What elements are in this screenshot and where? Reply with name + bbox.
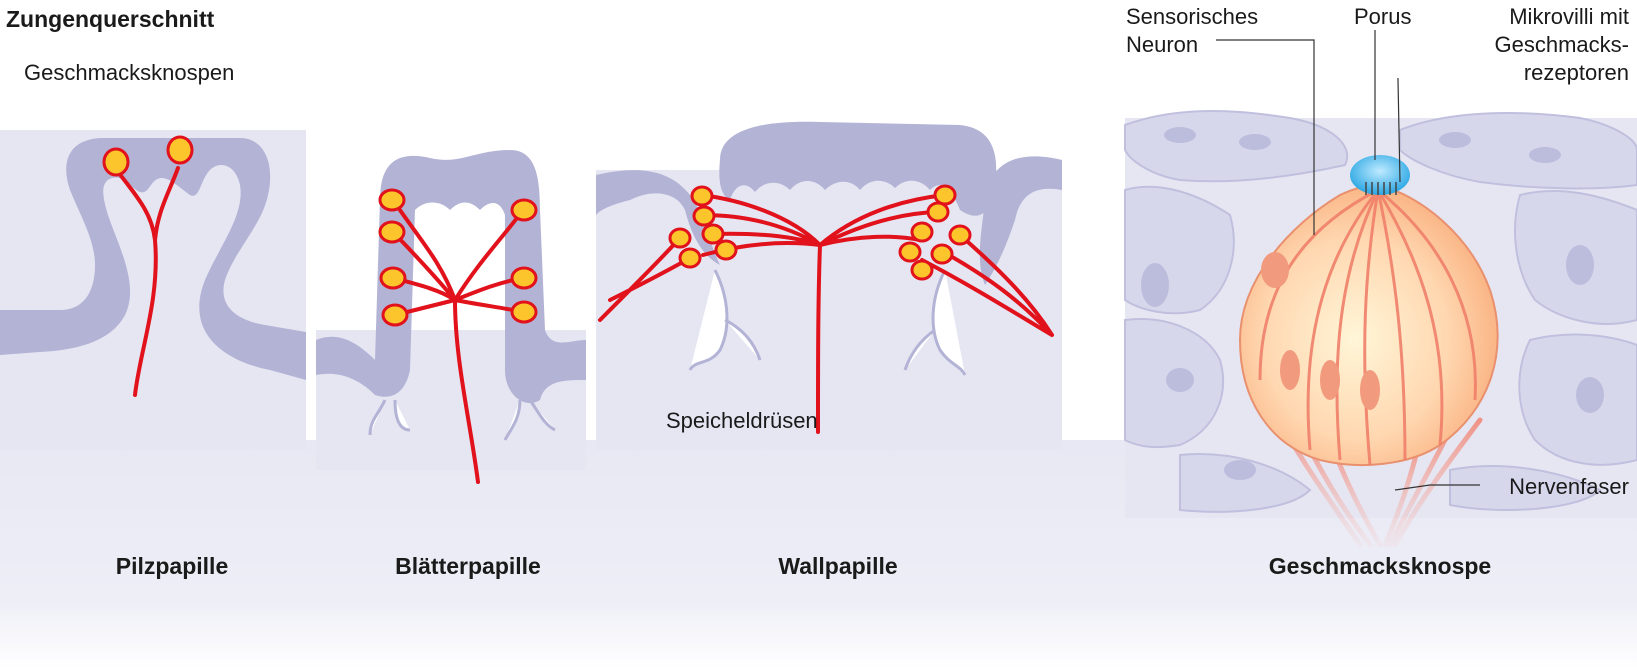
salivary-glands-label: Speicheldrüsen <box>666 408 818 433</box>
vallate-nerve <box>598 193 1054 434</box>
foliate-glands <box>368 399 556 441</box>
fungiform-papilla-panel <box>0 130 306 450</box>
foliate-papilla-panel <box>316 150 586 484</box>
sensory-neuron-label-line2: Neuron <box>1126 32 1199 57</box>
vallate-glands <box>688 269 967 376</box>
vallate-epithelium <box>596 121 1062 285</box>
label-leader-lines <box>1216 30 1480 491</box>
taste-bud-body <box>1238 183 1499 466</box>
pore-label: Porus <box>1354 4 1412 29</box>
microvilli-label-line1: Mikrovilli mit <box>1509 4 1629 29</box>
fungiform-taste-buds <box>102 135 194 177</box>
caption-vallate: Wallpapille <box>778 553 898 579</box>
nerve-fiber-label: Nervenfaser <box>1509 474 1629 499</box>
foliate-nerve <box>391 198 525 484</box>
fungiform-epithelium <box>0 138 306 380</box>
pore <box>1350 155 1410 195</box>
cell-nuclei-bud <box>1261 252 1380 410</box>
caption-taste-bud: Geschmacksknospe <box>1268 553 1492 579</box>
microvilli-label-line3: rezeptoren <box>1523 60 1629 85</box>
taste-bud-panel <box>1124 30 1637 548</box>
microvilli <box>1365 182 1397 195</box>
page-title: Zungenquerschnitt <box>6 6 215 32</box>
taste-buds-label: Geschmacksknospen <box>24 60 235 85</box>
surrounding-cells <box>1124 110 1637 513</box>
fungiform-nerve <box>116 166 180 397</box>
sensory-neuron-label-line1: Sensorisches <box>1126 4 1259 29</box>
caption-fungiform: Pilzpapille <box>115 553 229 579</box>
caption-foliate: Blätterpapille <box>395 553 541 579</box>
vallate-papilla-panel <box>596 121 1062 450</box>
vallate-taste-buds <box>668 184 972 281</box>
taste-receptor-cells <box>1258 188 1477 466</box>
microvilli-label-line2: Geschmacks- <box>1494 32 1629 57</box>
cell-nuclei <box>1141 127 1604 480</box>
foliate-taste-buds <box>378 188 538 327</box>
